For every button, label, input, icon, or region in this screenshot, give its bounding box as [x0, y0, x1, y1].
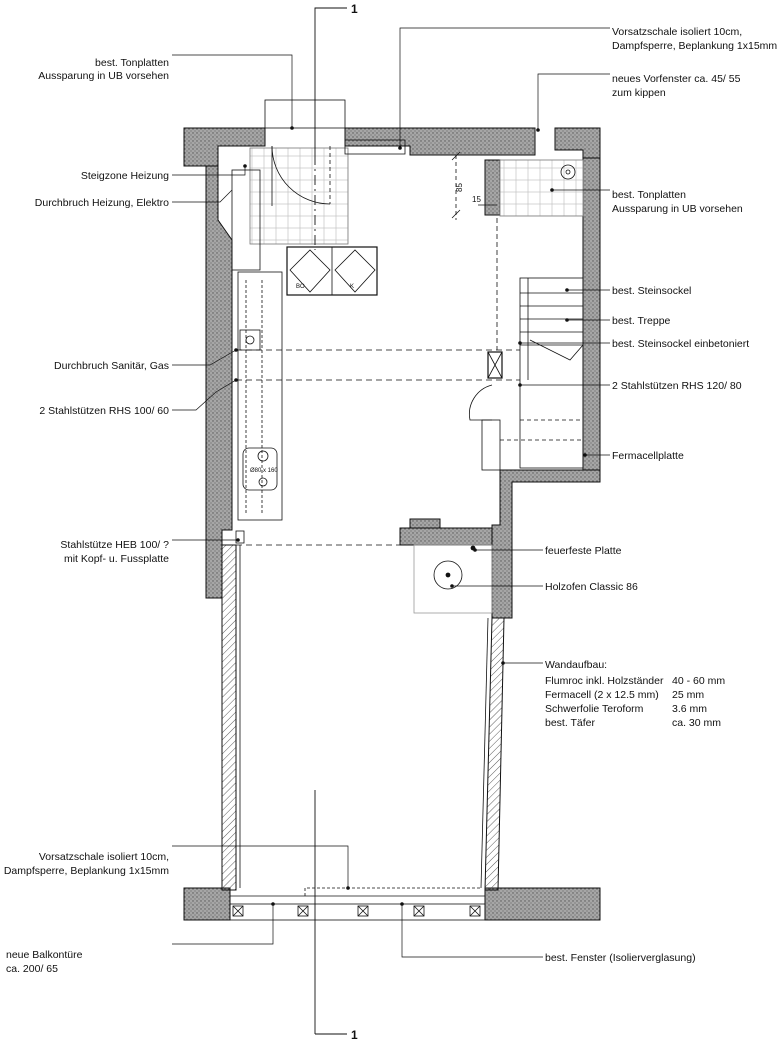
- note-stahlstuetze-heb: Stahlstütze HEB 100/ ?mit Kopf- u. Fussp…: [60, 539, 169, 565]
- note-vorsatzschale-right: Vorsatzschale isoliert 10cm,Dampfsperre,…: [612, 26, 777, 52]
- note-fenster: best. Fenster (Isolierverglasung): [545, 952, 696, 964]
- layer-name: Schwerfolie Teroform: [545, 703, 644, 715]
- section-marker-top: 1: [351, 2, 358, 16]
- left-cladding: [221, 544, 241, 891]
- dimension-15: 15: [472, 195, 481, 204]
- note-steinsockel: best. Steinsockel: [612, 285, 691, 297]
- note-stahlstuetzen-rhs120: 2 Stahlstützen RHS 120/ 80: [612, 380, 742, 392]
- plan-small-labels: BO K Ø80 x 160 85 15: [250, 183, 481, 474]
- note-feuerfeste-platte: feuerfeste Platte: [545, 545, 622, 557]
- note-steigzone: Steigzone Heizung: [81, 170, 169, 182]
- interior: [231, 99, 584, 614]
- note-vorsatzschale-left: Vorsatzschale isoliert 10cm,Dampfsperre,…: [4, 851, 169, 877]
- wall-buildup-table: Wandaufbau: Flumroc inkl. Holzständer 40…: [545, 659, 725, 729]
- right-annotations: Vorsatzschale isoliert 10cm,Dampfsperre,…: [545, 26, 777, 964]
- leader-dots: [234, 126, 587, 906]
- bottom-window: [229, 887, 486, 921]
- note-durchbruch-sanitaer: Durchbruch Sanitär, Gas: [54, 360, 169, 372]
- walls: [183, 127, 601, 921]
- layer-name: Fermacell (2 x 12.5 mm): [545, 689, 659, 701]
- note-fermacellplatte: Fermacellplatte: [612, 450, 684, 462]
- leader-lines: [172, 27, 610, 958]
- note-durchbruch-heizung: Durchbruch Heizung, Elektro: [35, 197, 169, 209]
- boiler-label: Ø80 x 160: [250, 468, 278, 474]
- layer-name: Flumroc inkl. Holzständer: [545, 675, 664, 687]
- wall-buildup-title: Wandaufbau:: [545, 659, 607, 671]
- section-line: [314, 7, 347, 1035]
- layer-value: 25 mm: [672, 689, 704, 701]
- oven-label-left: BO: [296, 284, 305, 290]
- note-treppe: best. Treppe: [612, 315, 671, 327]
- layer-value: 40 - 60 mm: [672, 675, 725, 687]
- dimension-85: 85: [455, 183, 464, 192]
- layer-value: ca. 30 mm: [672, 717, 721, 729]
- oven-label-right: K: [350, 284, 354, 290]
- right-cladding: [480, 617, 505, 891]
- section-marker-bottom: 1: [351, 1028, 358, 1042]
- layer-name: best. Täfer: [545, 717, 596, 729]
- note-steinsockel-einbetoniert: best. Steinsockel einbetoniert: [612, 338, 749, 350]
- note-stahlstuetzen-rhs100: 2 Stahlstützen RHS 100/ 60: [39, 405, 169, 417]
- note-holzofen: Holzofen Classic 86: [545, 581, 638, 593]
- layer-value: 3.6 mm: [672, 703, 707, 715]
